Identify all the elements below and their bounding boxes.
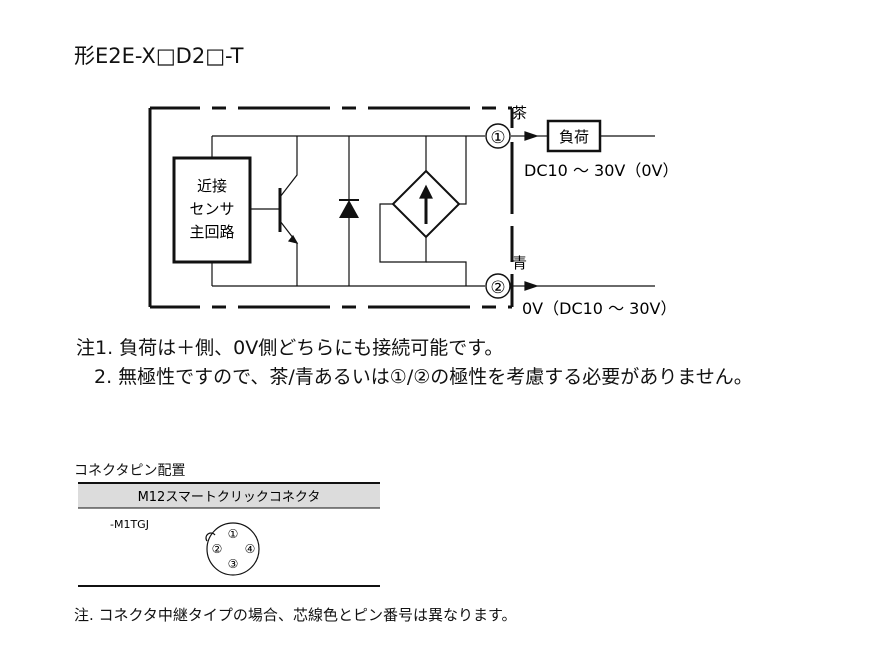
wire-1-color-label: 茶	[512, 104, 527, 122]
connector-heading: コネクタピン配置	[74, 463, 186, 479]
terminal-1-label: ①	[490, 128, 505, 148]
supply-1-label: DC10 ～ 30V（0V）	[524, 161, 678, 180]
load-label: 負荷	[559, 128, 589, 146]
sensor-main-circuit-box	[172, 156, 252, 264]
pin-4: ④	[245, 542, 256, 556]
note-1: 注1. 負荷は＋側、0V側どちらにも接続可能です。	[76, 337, 504, 359]
terminal-1-circle	[485, 123, 511, 149]
note-2: 2. 無極性ですので、茶/青あるいは①/②の極性を考慮する必要がありません。	[94, 366, 753, 388]
wire-2-color-label: 青	[512, 254, 527, 272]
load-box	[546, 119, 602, 153]
terminal-2-label: ②	[490, 278, 505, 298]
sensor-boundary	[148, 106, 514, 309]
main-circuit-label-2: センサ	[189, 200, 234, 218]
footer-note: 注. コネクタ中継タイプの場合、芯線色とピン番号は異なります。	[74, 606, 517, 624]
connector-table-header-bg	[78, 484, 380, 508]
diagram-title: 形E2E-X□D2□-T	[74, 44, 244, 68]
pin-2: ②	[212, 542, 223, 556]
connector-model: -M1TGJ	[110, 518, 149, 531]
main-circuit-label-1: 近接	[197, 177, 227, 195]
terminal-2-circle	[485, 273, 511, 299]
supply-2-label: 0V（DC10 ～ 30V）	[522, 299, 676, 318]
connector-pin-face	[205, 522, 260, 576]
main-circuit-label-3: 主回路	[189, 223, 234, 241]
pin-3: ③	[228, 557, 239, 571]
notes: 注1. 負荷は＋側、0V側どちらにも接続可能です。 2. 無極性ですので、茶/青…	[76, 334, 753, 392]
circuit-wires	[211, 131, 655, 291]
pin-1: ①	[228, 527, 239, 541]
connector-table-header: M12スマートクリックコネクタ	[138, 490, 321, 505]
